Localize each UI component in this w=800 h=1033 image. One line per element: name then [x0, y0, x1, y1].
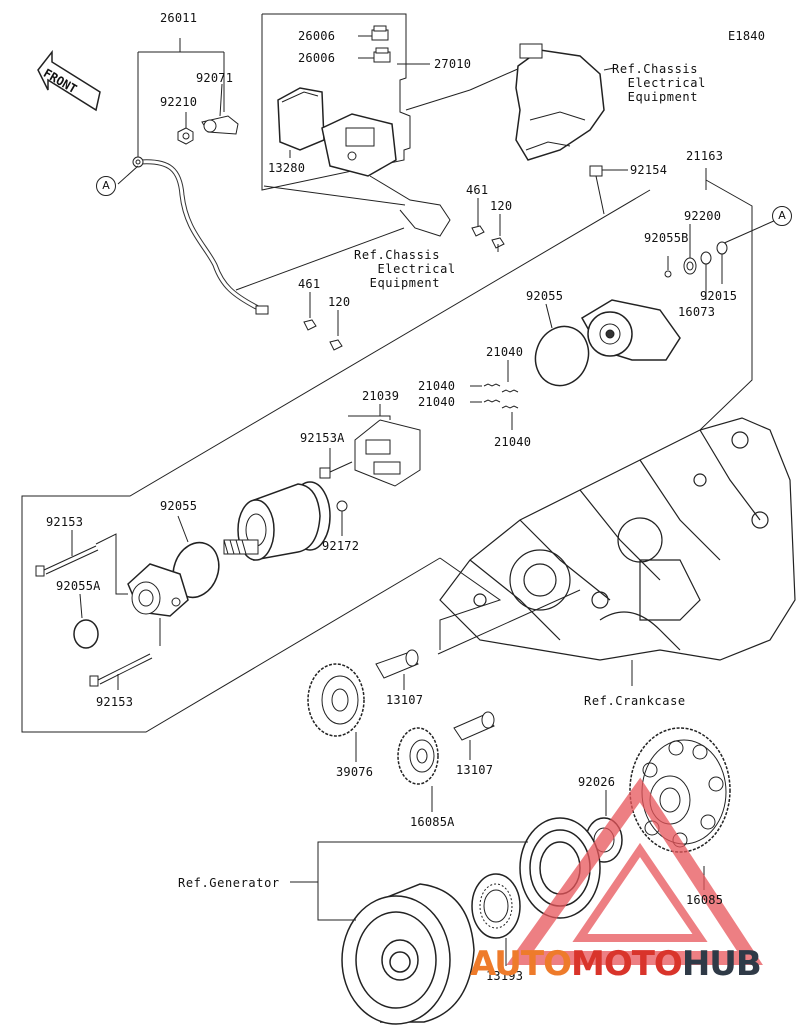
part-label-21040-c[interactable]: 21040 — [418, 395, 456, 409]
one-way-clutch-13193-drawing — [471, 873, 521, 939]
part-label-92055-lower[interactable]: 92055 — [160, 499, 198, 513]
part-label-92153-lower[interactable]: 92153 — [96, 695, 134, 709]
crankcase-drawing — [439, 417, 796, 661]
part-label-13107-lower[interactable]: 13107 — [456, 763, 494, 777]
generator-rotor-drawing — [341, 817, 601, 1025]
front-arrow-icon — [37, 49, 101, 112]
part-label-92055-upper[interactable]: 92055 — [526, 289, 564, 303]
part-label-39076[interactable]: 39076 — [336, 765, 374, 779]
watermark-hub: HUB — [681, 944, 762, 984]
gear-16085A-drawing — [397, 727, 439, 785]
part-label-92015[interactable]: 92015 — [700, 289, 738, 303]
part-label-461-upper[interactable]: 461 — [466, 183, 489, 197]
long-bolt-lower-icon — [89, 653, 153, 687]
shaft-13107-upper-drawing — [375, 649, 419, 679]
watermark-logo-icon — [506, 777, 763, 965]
part-label-21040-b[interactable]: 21040 — [418, 379, 456, 393]
starter-front-cover-drawing — [127, 563, 189, 617]
part-label-27010[interactable]: 27010 — [434, 57, 472, 71]
part-label-16073[interactable]: 16073 — [678, 305, 716, 319]
part-label-13107-upper[interactable]: 13107 — [386, 693, 424, 707]
part-label-92055A[interactable]: 92055A — [56, 579, 101, 593]
part-label-92153A[interactable]: 92153A — [300, 431, 345, 445]
ref-crankcase[interactable]: Ref.Crankcase — [584, 694, 686, 708]
part-label-13193[interactable]: 13193 — [486, 969, 524, 983]
bolt-120-upper-icon — [491, 237, 505, 252]
screw-92172-icon — [336, 500, 348, 536]
marker-a-right: A — [772, 206, 792, 226]
part-label-16085A[interactable]: 16085A — [410, 815, 455, 829]
chassis-electrical-drawing — [515, 43, 615, 161]
ref-chassis-electrical-mid[interactable]: Ref.Chassis Electrical Equipment — [354, 248, 456, 290]
starter-relay-drawing — [321, 113, 451, 237]
watermark-moto: MOTO — [570, 944, 683, 984]
part-label-92055B[interactable]: 92055B — [644, 231, 689, 245]
diagram-code: E1840 — [728, 29, 766, 43]
part-label-26011[interactable]: 26011 — [160, 11, 198, 25]
long-bolt-upper-icon — [35, 545, 99, 577]
brush-springs-drawing — [483, 383, 519, 409]
part-label-92154[interactable]: 92154 — [630, 163, 668, 177]
part-label-92026[interactable]: 92026 — [578, 775, 616, 789]
relay-cover-drawing — [277, 87, 325, 158]
watermark-auto: AUTO — [470, 944, 572, 984]
ref-generator[interactable]: Ref.Generator — [178, 876, 280, 890]
watermark-brand: AUTOMOTOHUB — [470, 944, 762, 984]
part-label-120-lower[interactable]: 120 — [328, 295, 351, 309]
battery-cable-drawing — [132, 115, 269, 315]
part-label-120-upper[interactable]: 120 — [490, 199, 513, 213]
part-label-92210[interactable]: 92210 — [160, 95, 198, 109]
part-label-92200[interactable]: 92200 — [684, 209, 722, 223]
screw-92153A-icon — [319, 448, 353, 479]
part-label-21040-a[interactable]: 21040 — [486, 345, 524, 359]
part-label-92172[interactable]: 92172 — [322, 539, 360, 553]
part-label-21163[interactable]: 21163 — [686, 149, 724, 163]
ref-chassis-electrical-top[interactable]: Ref.Chassis Electrical Equipment — [612, 62, 706, 104]
part-label-92153-upper[interactable]: 92153 — [46, 515, 84, 529]
idle-gear-39076-drawing — [307, 663, 365, 737]
marker-a-left: A — [96, 176, 116, 196]
part-label-13280[interactable]: 13280 — [268, 161, 306, 175]
starter-motor-drawing — [223, 481, 331, 561]
part-label-26006-b[interactable]: 26006 — [298, 51, 336, 65]
part-label-461-lower[interactable]: 461 — [298, 277, 321, 291]
starter-end-cover-drawing — [580, 299, 681, 361]
shaft-13107-lower-drawing — [453, 711, 495, 741]
part-label-92071[interactable]: 92071 — [196, 71, 234, 85]
brush-holder-drawing — [365, 439, 401, 475]
part-label-21039[interactable]: 21039 — [362, 389, 400, 403]
part-label-16085[interactable]: 16085 — [686, 893, 724, 907]
bolt-92154-icon — [589, 165, 628, 215]
part-label-21040-d[interactable]: 21040 — [494, 435, 532, 449]
part-label-26006-a[interactable]: 26006 — [298, 29, 336, 43]
